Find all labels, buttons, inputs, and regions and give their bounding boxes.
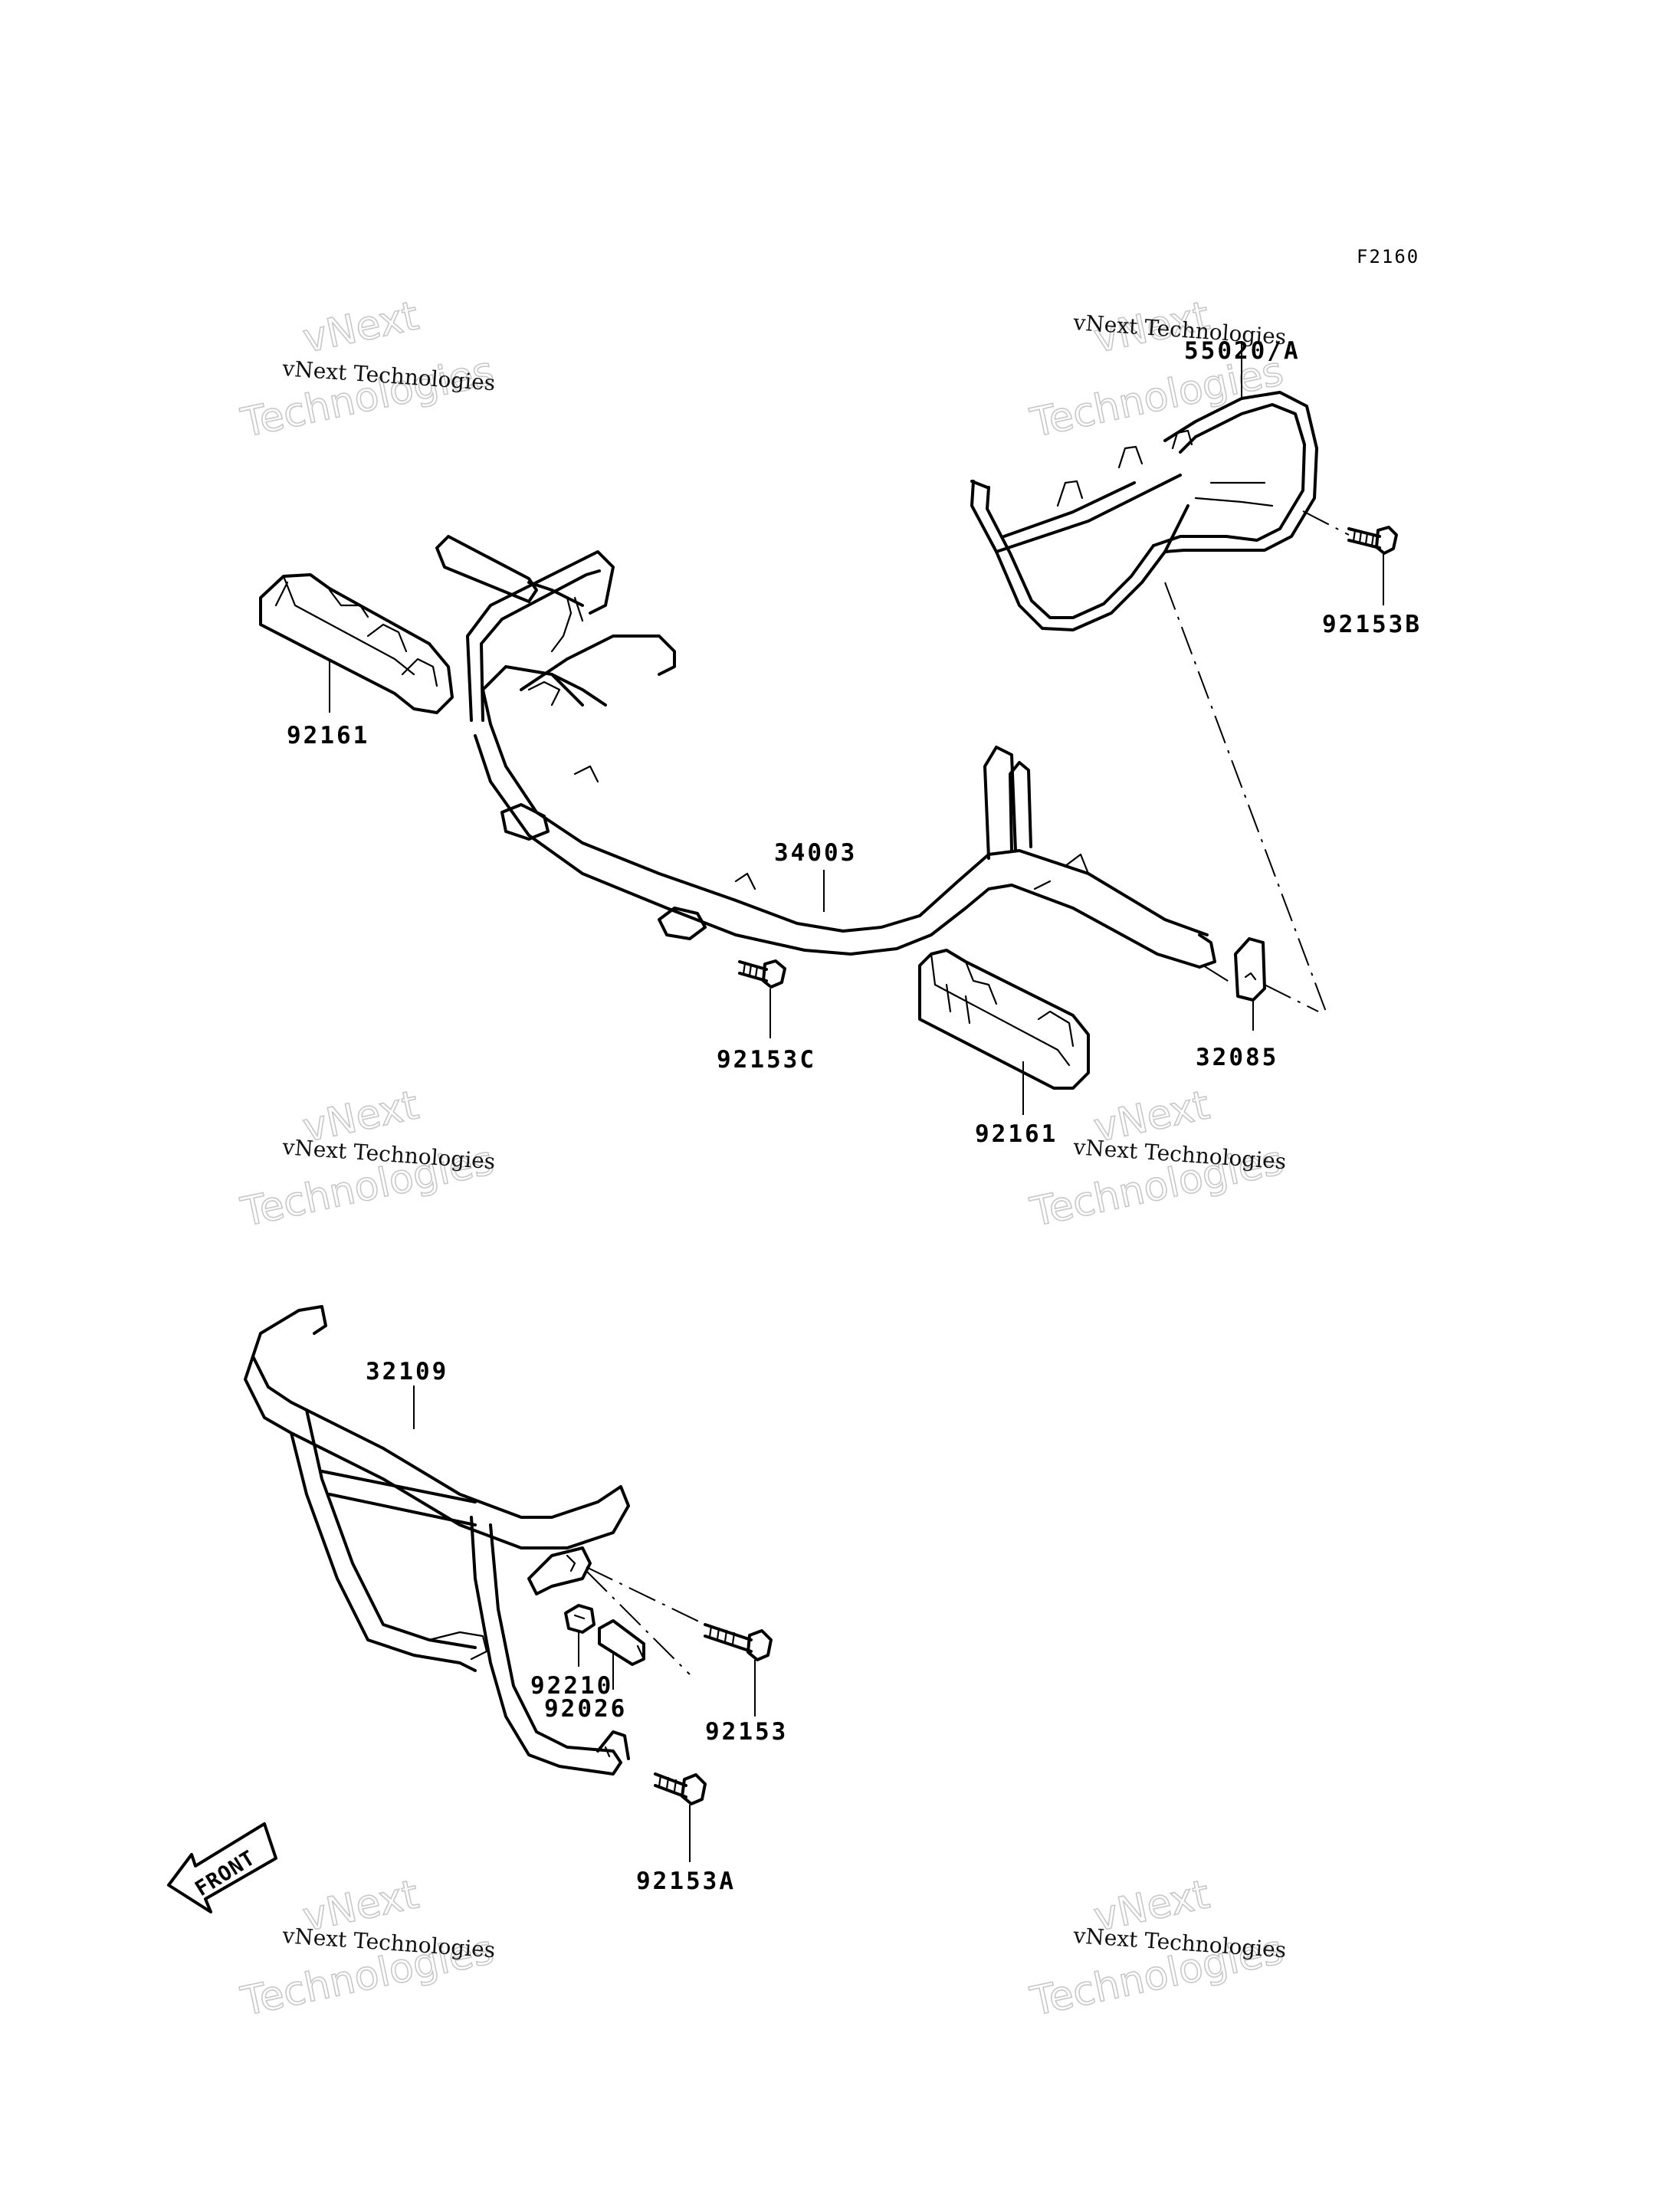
part-bolt-92153c[interactable] (738, 959, 786, 989)
label-92161-right[interactable]: 92161 (975, 1120, 1058, 1148)
label-92153[interactable]: 92153 (705, 1718, 788, 1746)
watermark-mid-right: vNext Technologies vNext Technologies (1025, 1082, 1288, 1237)
label-92153a[interactable]: 92153A (636, 1867, 736, 1895)
front-arrow-icon: FRONT (167, 1822, 277, 1913)
figure-code: F2160 (1357, 246, 1419, 267)
label-55020a[interactable]: 55020/A (1184, 337, 1301, 365)
part-bracket-32085[interactable] (1234, 937, 1266, 1002)
label-92153c[interactable]: 92153C (717, 1046, 816, 1074)
part-guard-55020a[interactable] (970, 391, 1318, 631)
watermark-top-right: vNext Technologies vNext Technologies (1025, 293, 1288, 448)
part-frame-34003[interactable] (435, 535, 1216, 969)
watermark-mid-left: vNext Technologies vNext Technologies (236, 1082, 498, 1237)
label-32109[interactable]: 32109 (366, 1358, 448, 1385)
part-bolt-92153a[interactable] (654, 1772, 707, 1805)
dash-32085 (1203, 965, 1319, 1012)
watermark-bottom-left: vNext Technologies vNext Technologies (236, 1871, 498, 2026)
part-spacer-92026[interactable] (598, 1619, 645, 1666)
label-92210[interactable]: 92210 (530, 1672, 613, 1700)
label-92026[interactable]: 92026 (544, 1695, 627, 1723)
watermark-bottom-right: vNext Technologies vNext Technologies (1025, 1871, 1288, 2026)
dash-92153b (1302, 510, 1350, 536)
dash-guard-to-bracket (1164, 582, 1327, 1012)
watermark-top-left: vNext Technologies vNext Technologies (236, 293, 498, 448)
part-bolt-92153[interactable] (704, 1623, 773, 1661)
part-bolt-92153b[interactable] (1347, 526, 1398, 555)
label-92161-left[interactable]: 92161 (287, 722, 369, 749)
part-nut-92210[interactable] (564, 1604, 596, 1634)
part-pad-92161-left[interactable] (259, 573, 454, 714)
watermark-vnext: vNext (299, 293, 422, 362)
part-guard-32109[interactable] (244, 1305, 630, 1776)
label-34003[interactable]: 34003 (774, 839, 857, 867)
label-92153b[interactable]: 92153B (1322, 611, 1422, 638)
dash-32109-hardware (586, 1566, 706, 1675)
part-pad-92161-right[interactable] (918, 949, 1090, 1090)
label-32085[interactable]: 32085 (1196, 1044, 1278, 1071)
